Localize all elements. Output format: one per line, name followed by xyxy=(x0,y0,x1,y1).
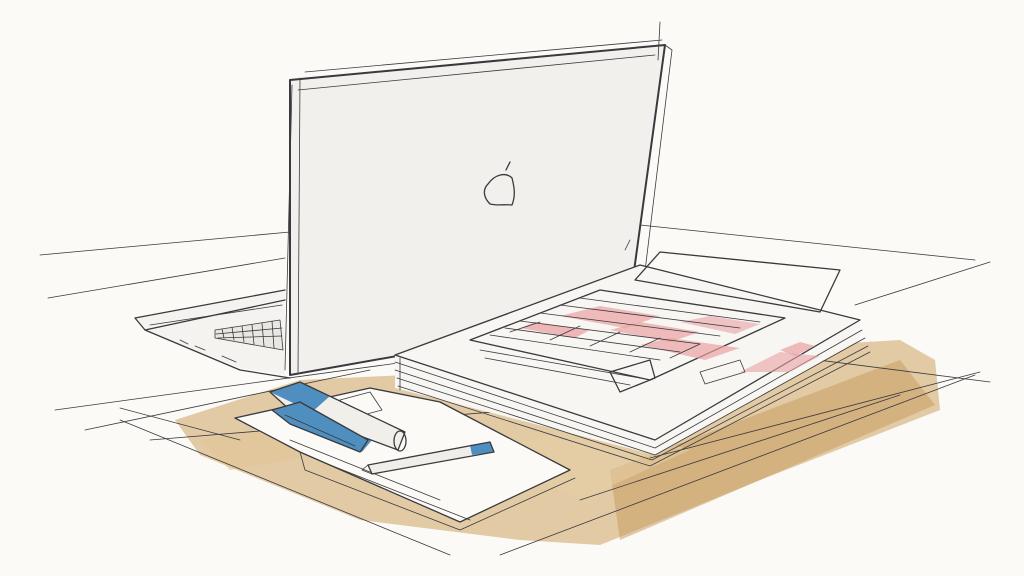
document-stack xyxy=(394,251,871,467)
laptop-logo-icon xyxy=(483,161,515,206)
document-table xyxy=(479,297,820,393)
laptop-base xyxy=(134,289,291,379)
keyboard-keys xyxy=(214,319,284,351)
pen-blue-icon xyxy=(269,381,407,452)
port-marks xyxy=(179,339,237,363)
sketch-guide-lines xyxy=(39,224,991,556)
pen-marker-icon xyxy=(271,401,369,453)
pencil-icon xyxy=(361,441,495,475)
